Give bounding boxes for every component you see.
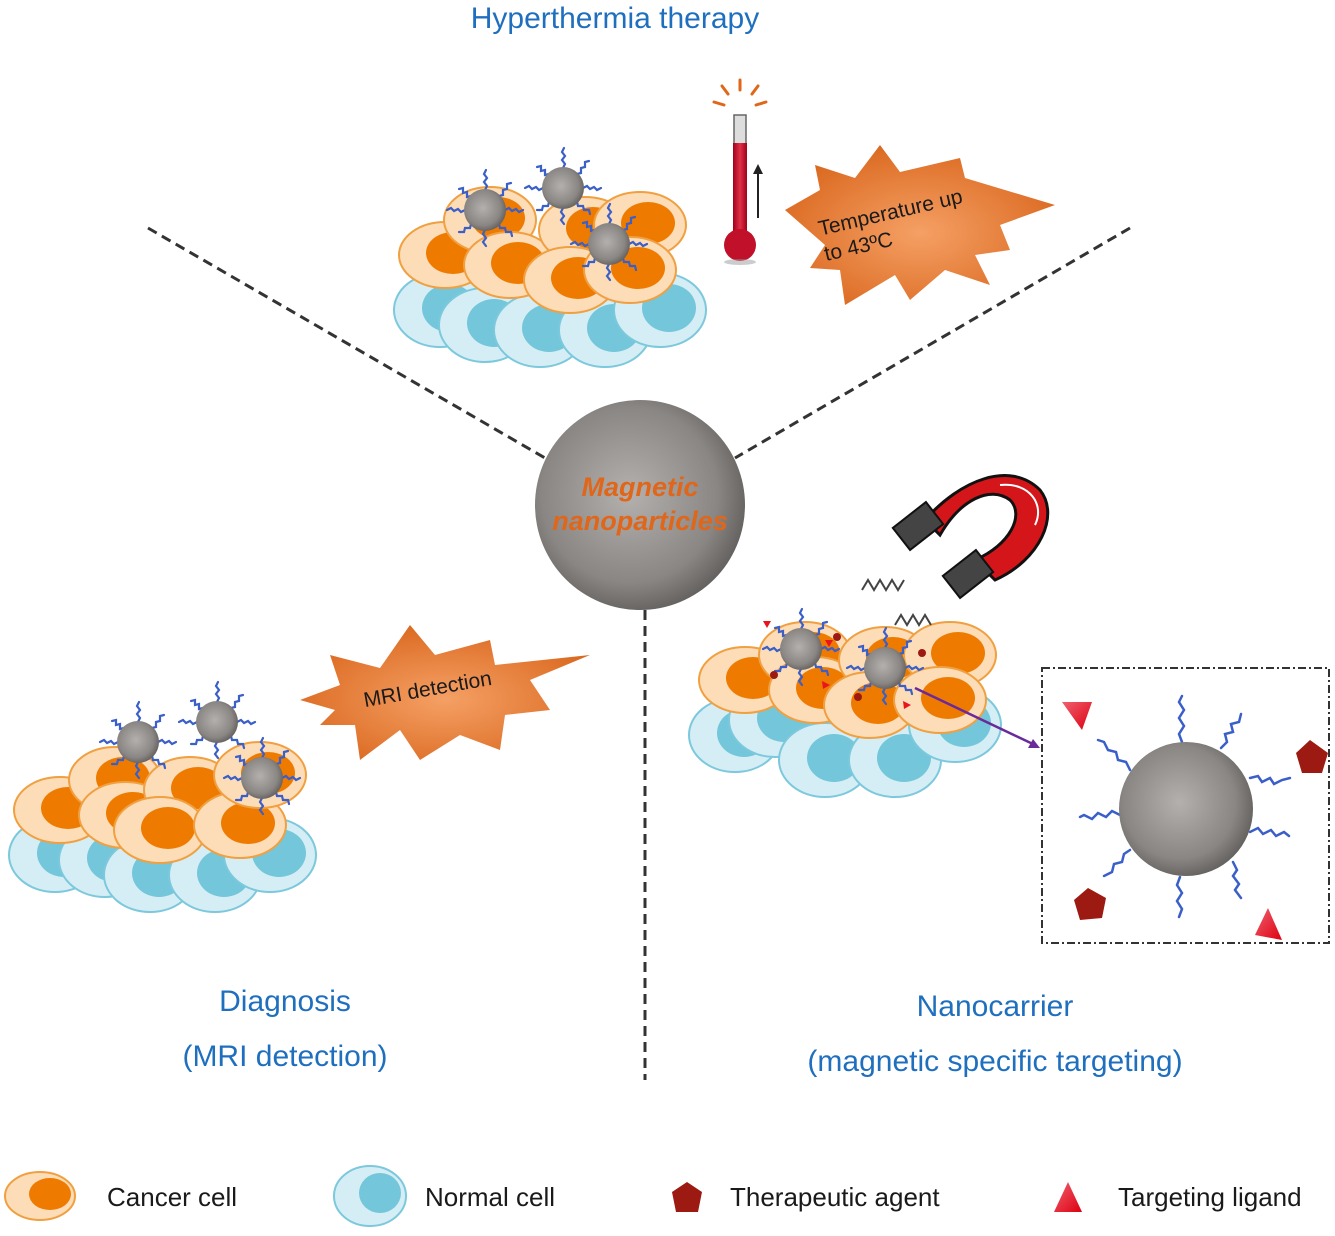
- nanocarrier-subtitle: (magnetic specific targeting): [807, 1045, 1183, 1078]
- mri-burst: [300, 625, 590, 760]
- legend-normal-cell-icon: [333, 1165, 407, 1227]
- therapeutic-agent-marker: [1074, 888, 1106, 920]
- temperature-burst: [785, 145, 1055, 305]
- divider-lines: [147, 226, 1131, 1080]
- diagnosis-cell-cluster: [8, 680, 317, 913]
- nanocarrier-title: Nanocarrier: [916, 990, 1074, 1023]
- hyperthermia-cell-cluster: [393, 146, 707, 368]
- center-label-line2: nanoparticles: [552, 506, 728, 536]
- diagnosis-subtitle: (MRI detection): [182, 1040, 388, 1073]
- legend-label-normal-cell: Normal cell: [425, 1182, 556, 1212]
- divider-upper-left: [147, 226, 546, 460]
- center-label-line1: Magnetic: [581, 472, 699, 502]
- legend-cancer-cell-icon: [4, 1171, 76, 1221]
- targeting-ligand-marker: [1255, 908, 1282, 940]
- magnetic-nanoparticle-core: [535, 400, 745, 610]
- center-label: Magnetic nanoparticles: [535, 470, 745, 538]
- magnet-icon: [861, 474, 1050, 627]
- divider-upper-right: [734, 226, 1131, 460]
- legend-triangle-icon: [1054, 1182, 1082, 1212]
- legend-label-cancer-cell: Cancer cell: [107, 1182, 238, 1212]
- hyperthermia-title: Hyperthermia therapy: [470, 2, 760, 35]
- legend-pentagon-icon: [672, 1182, 702, 1212]
- legend-label-therapeutic-agent: Therapeutic agent: [730, 1182, 940, 1212]
- targeting-ligand-marker: [1062, 702, 1092, 730]
- thermometer-icon: [712, 78, 768, 265]
- nanocarrier-cell-cluster: [688, 607, 1002, 798]
- therapeutic-agent-marker: [1296, 740, 1328, 773]
- diagnosis-title: Diagnosis: [219, 985, 351, 1018]
- zoom-arrow: [914, 686, 1040, 748]
- nanoparticle-detail-inset: [1041, 667, 1330, 944]
- legend-label-targeting-ligand: Targeting ligand: [1118, 1182, 1302, 1212]
